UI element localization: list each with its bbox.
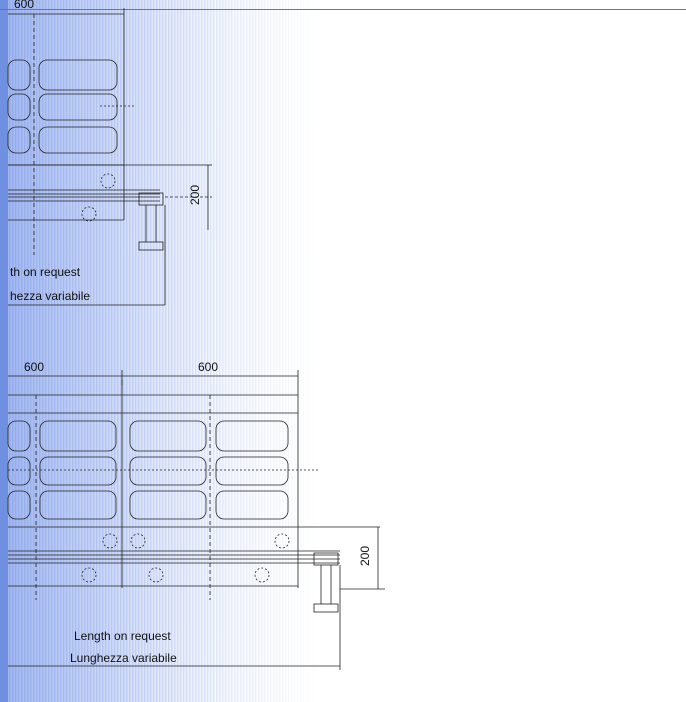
top-note-en: th on request [10, 265, 81, 279]
top-note-it: hezza variabile [10, 289, 91, 303]
bottom-side-dimension-label: 200 [358, 545, 373, 567]
bottom-note-en: Length on request [74, 629, 171, 643]
top-drawing-outline [7, 8, 212, 306]
top-side-dimension-label: 200 [188, 184, 203, 206]
bottom-dimension-left-label: 600 [24, 360, 45, 374]
top-dimension-label: 600 [14, 0, 35, 11]
bottom-drawing-outline [7, 370, 385, 670]
bottom-dimension-right-label: 600 [198, 360, 219, 374]
bottom-note-it: Lunghezza variabile [70, 651, 177, 665]
